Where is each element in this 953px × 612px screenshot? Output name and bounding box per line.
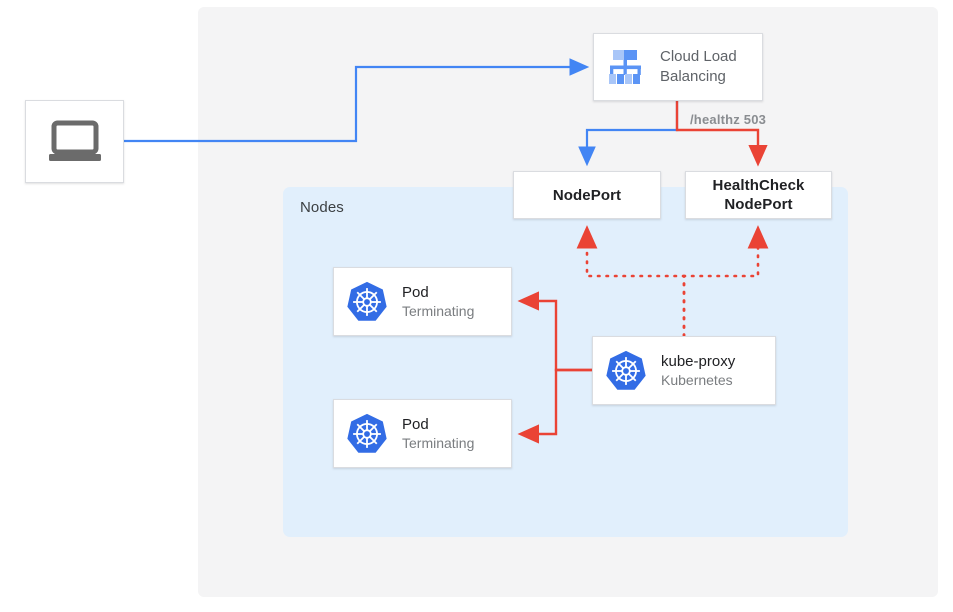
kubernetes-icon bbox=[347, 413, 387, 453]
client-laptop-card[interactable] bbox=[25, 100, 124, 183]
pod-title-1: Pod bbox=[402, 283, 429, 301]
cloud-load-balancing-label-line2: Balancing bbox=[660, 68, 726, 85]
kubernetes-icon bbox=[606, 350, 646, 390]
cloud-load-balancing-icon bbox=[609, 50, 641, 84]
nodeport-label: NodePort bbox=[552, 186, 622, 204]
cloud-load-balancing-label-line1: Cloud Load bbox=[660, 48, 737, 65]
kubernetes-icon bbox=[347, 281, 387, 321]
nodes-region-label: Nodes bbox=[300, 199, 344, 216]
kube-proxy-subtitle: Kubernetes bbox=[661, 371, 733, 388]
kube-proxy-title: kube-proxy bbox=[661, 352, 736, 370]
cloud-load-balancing-card[interactable]: Cloud Load Balancing bbox=[593, 33, 763, 101]
pod-title-2: Pod bbox=[402, 415, 429, 433]
laptop-icon bbox=[48, 120, 101, 161]
pod-status-2: Terminating bbox=[402, 434, 475, 451]
kube-proxy-card[interactable]: kube-proxy Kubernetes bbox=[592, 336, 776, 405]
nodeport-card[interactable]: NodePort bbox=[513, 171, 661, 219]
healthcheck-nodeport-label-line1: HealthCheck bbox=[712, 177, 805, 194]
pod-status-1: Terminating bbox=[402, 302, 475, 319]
healthcheck-nodeport-card[interactable]: HealthCheck NodePort bbox=[685, 171, 832, 219]
pod-card-1[interactable]: Pod Terminating bbox=[333, 267, 512, 336]
healthcheck-nodeport-label-line2: NodePort bbox=[724, 196, 793, 213]
pod-card-2[interactable]: Pod Terminating bbox=[333, 399, 512, 468]
healthz-503-label: /healthz 503 bbox=[690, 112, 767, 127]
